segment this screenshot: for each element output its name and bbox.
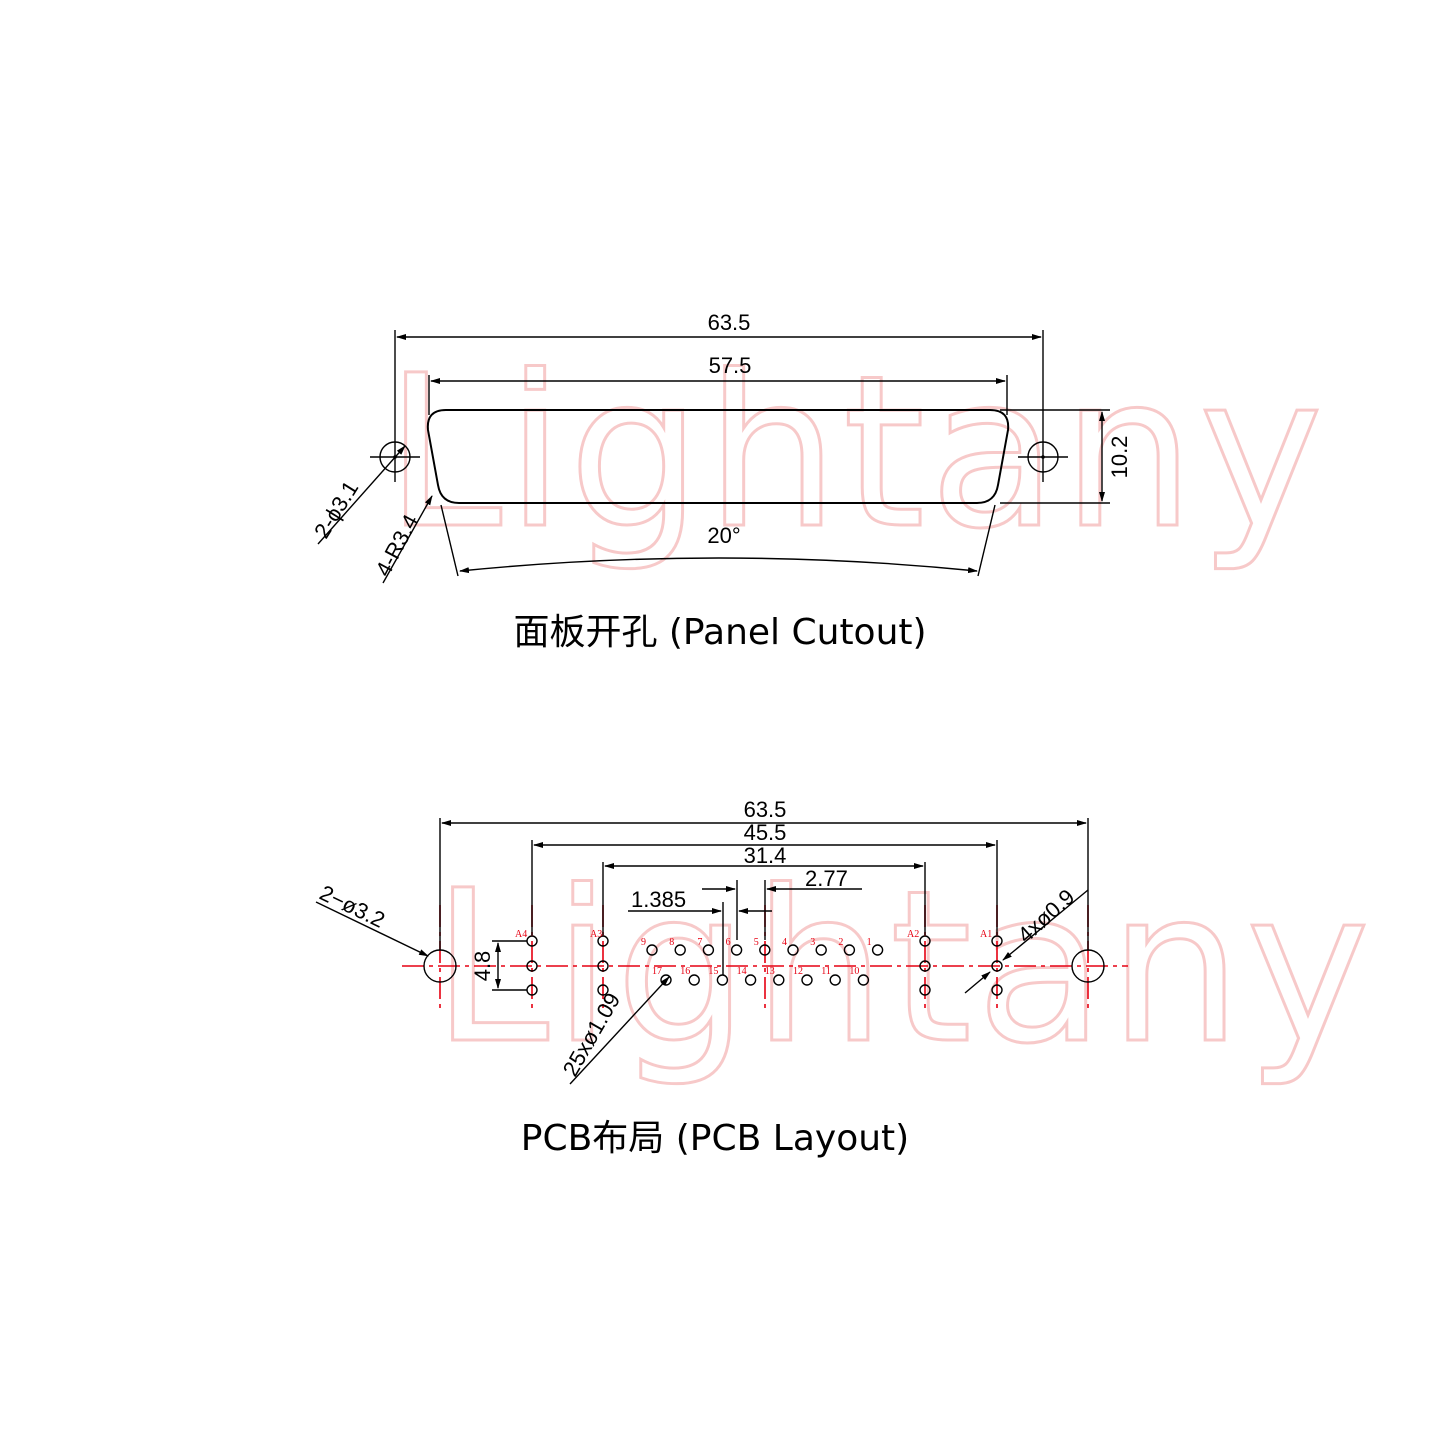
pcb-dim-outer-label: 45.5 [744,820,787,845]
signal-pin-hole-1 [871,944,884,956]
signal-pins-top-row: 9 8 7 6 5 4 3 2 1 [641,937,884,956]
label-a1: A1 [980,929,992,940]
signal-pin-label-10: 10 [849,966,859,977]
signal-pin-label-1: 1 [867,937,872,948]
signal-pin-label-16: 16 [680,966,690,977]
label-a4: A4 [515,929,527,940]
signal-pin-label-8: 8 [669,937,674,948]
pcb-dim-mount: 2−ø3.2 [315,880,429,957]
signal-pin-label-4: 4 [782,937,787,948]
signal-pin-label-11: 11 [821,966,831,977]
signal-pin-label-9: 9 [641,937,646,948]
panel-dim-height-label: 10.2 [1107,436,1132,479]
signal-pin-hole-10 [857,974,870,986]
signal-pins-bottom-row: 17 16 15 14 13 12 11 10 [652,966,870,986]
pcb-dim-row: 4.8 [470,940,527,991]
signal-pin-hole-4 [787,944,799,956]
pcb-dim-offset-label: 1.385 [631,887,686,912]
label-a3: A3 [590,929,602,940]
coax-pin-a3 [597,935,609,996]
coax-pin-a2 [919,935,931,996]
coax-pin-a1 [991,935,1003,996]
signal-pin-label-3: 3 [810,937,815,948]
signal-pin-label-6: 6 [726,937,731,948]
signal-pin-hole-12 [801,974,813,986]
signal-pin-hole-16 [688,974,700,986]
panel-dim-overall-label: 63.5 [708,310,751,335]
pcb-dim-row-label: 4.8 [470,951,495,982]
signal-pin-label-5: 5 [754,937,759,948]
signal-pin-hole-9 [646,944,658,956]
pcb-dim-offset: 1.385 [628,887,772,975]
pcb-dim-inner-label: 31.4 [744,843,787,868]
pcb-dim-outer: 45.5 [531,820,998,935]
signal-pin-label-12: 12 [793,966,803,977]
panel-dim-overall: 63.5 [394,310,1044,432]
signal-pin-hole-6 [730,944,743,956]
watermark-bottom: Lightany [432,845,1374,1090]
panel-dim-angle: 20° [440,504,996,577]
panel-dim-cutout: 57.5 [428,353,1008,415]
pcb-dim-inner: 31.4 [602,843,926,935]
signal-pin-label-17: 17 [652,966,662,977]
cutout-outline [426,409,1010,504]
pcb-dim-mount-label: 2−ø3.2 [316,880,389,933]
panel-cutout-view: 63.5 57.5 10.2 20° 2-ϕ3.1 [309,310,1132,653]
signal-pin-hole-3 [815,944,827,956]
signal-pin-label-2: 2 [838,937,843,948]
signal-pin-hole-5 [759,944,771,956]
panel-dim-height: 10.2 [1000,409,1132,504]
pcb-dim-overall: 63.5 [439,797,1089,950]
pcb-title: PCB布局 (PCB Layout) [521,1118,909,1159]
pcb-dim-pitch: 2.77 [702,866,862,940]
signal-pin-hole-2 [843,944,856,956]
pcb-dim-pitch-label: 2.77 [805,866,848,891]
signal-pin-label-15: 15 [708,966,718,977]
pcb-dim-overall-label: 63.5 [744,797,787,822]
panel-dim-holes-label: 2-ϕ3.1 [309,476,363,542]
signal-pin-label-7: 7 [697,937,702,948]
signal-pin-hole-14 [744,974,757,986]
panel-mount-hole-right [1018,432,1068,482]
watermark-top: Lightany [385,330,1327,575]
panel-dim-angle-label: 20° [707,523,740,548]
signal-pin-hole-13 [773,974,785,986]
signal-pin-label-14: 14 [737,966,747,977]
signal-pin-label-13: 13 [765,966,775,977]
panel-title: 面板开孔 (Panel Cutout) [513,612,926,653]
panel-dim-cutout-label: 57.5 [709,353,752,378]
signal-pin-hole-8 [674,944,686,956]
signal-pin-hole-11 [829,974,841,986]
label-a2: A2 [907,929,919,940]
signal-pin-hole-7 [702,944,715,956]
